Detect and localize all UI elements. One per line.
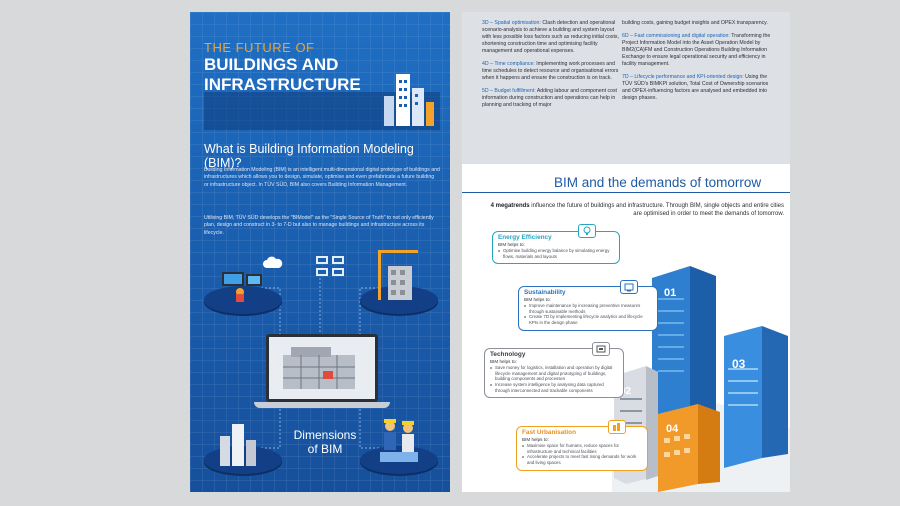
dimensions-text-panel: [462, 12, 790, 164]
building-number-01: 01: [664, 287, 676, 299]
dimensions-line-1: Dimensions: [293, 428, 357, 442]
card-help: BIM helps to:: [490, 358, 517, 364]
dimension-6d: 6D – Fast commissioning and digital oper…: [622, 33, 771, 67]
chart-icon: [620, 280, 638, 294]
skyline-icon: [384, 74, 434, 126]
dimensions-label: Dimensions of BIM: [280, 428, 370, 456]
dimension-3d: 3D – Spatial optimisation: Clash detecti…: [482, 20, 619, 54]
bim-demands-title: BIM and the demands of tomorrow: [554, 175, 762, 190]
megatrend-card-fast-urbanisation: Fast Urbanisation BIM helps to: Maximise…: [516, 426, 648, 471]
dimension-key: 3D: [482, 20, 489, 26]
dimensions-line-2: of BIM: [307, 442, 343, 456]
gear-icon: [592, 342, 610, 356]
card-title: Technology: [490, 351, 526, 358]
dimension-key: 5D: [482, 88, 489, 94]
card-item: Increase system intelligence by analysin…: [490, 382, 618, 393]
cloud-icon: [263, 256, 283, 268]
dimension-text: Implementing work processes and time sch…: [482, 61, 619, 81]
megatrend-card-energy-efficiency: Energy Efficiency BIM helps to: Optimise…: [492, 231, 620, 265]
laptop-screen: [266, 334, 378, 402]
laptop-base: [254, 402, 390, 408]
building-model-icon: [283, 347, 355, 389]
dimension-label: Lifecycle performance and KPI-oriented d…: [634, 74, 744, 80]
card-item: Accelerate projects to meet fast rising …: [522, 454, 642, 465]
card-item: Save money for logistics, installation a…: [490, 365, 618, 382]
megatrends-text: influence the future of buildings and in…: [529, 203, 784, 217]
card-help: BIM helps to:: [498, 241, 525, 247]
dimension-label: Spatial optimisation:: [494, 20, 541, 26]
engineers-icon: [380, 419, 418, 462]
city-icon: [220, 424, 256, 466]
dimension-label: Fast commissioning and digital operation…: [634, 33, 730, 39]
crane-building-icon: [378, 250, 418, 300]
dimension-label: Budget fulfillment:: [494, 88, 536, 94]
card-title: Energy Efficiency: [498, 234, 552, 241]
megatrends-count: 4 megatrends: [490, 203, 530, 209]
dimension-text: Transforming the Project Information Mod…: [622, 33, 771, 67]
card-help: BIM helps to:: [524, 296, 551, 302]
dimension-4d: 4D – Time compliance: Implementing work …: [482, 61, 619, 81]
building-number-04: 04: [666, 423, 679, 435]
title-line-1: THE FUTURE OF: [204, 40, 315, 55]
building-number-03: 03: [732, 357, 746, 371]
dimension-key: 7D: [622, 74, 629, 80]
bim-usage-paragraph: Utilising BIM, TÜV SÜD develops the "BIM…: [204, 215, 434, 236]
card-title: Fast Urbanisation: [522, 429, 576, 436]
building-number-02: 02: [620, 386, 632, 397]
megatrends-intro: 4 megatrends influence the future of bui…: [484, 202, 784, 218]
bim-definition-paragraph: Building Information Modeling (BIM) is a…: [204, 167, 440, 188]
bim-question-heading: What is Building Information Modeling (B…: [204, 142, 414, 170]
dimension-text: Adding labour and component cost informa…: [482, 88, 617, 108]
dimension-label: Time compliance:: [494, 61, 535, 67]
card-item: Optimise building energy balance by simu…: [498, 248, 614, 259]
designer-workstation-icon: [222, 272, 262, 302]
title-line-3: INFRASTRUCTURE: [204, 75, 361, 94]
dimension-7d: 7D – Lifecycle performance and KPI-orien…: [622, 74, 769, 101]
card-title: Sustainability: [524, 289, 566, 296]
dimension-text: Using the TÜV SÜD's BIMKPI solution, Tot…: [622, 74, 769, 101]
dimension-key: 6D: [622, 33, 629, 39]
dimension-5d-continued: building costs, gaining budget insights …: [622, 20, 768, 26]
megatrend-card-technology: Technology BIM helps to: Save money for …: [484, 348, 624, 399]
city-icon: [608, 420, 626, 434]
monitor-icon: [316, 256, 344, 276]
main-title: THE FUTURE OF BUILDINGS AND INFRASTRUCTU…: [204, 40, 364, 95]
dimensions-diagram: Dimensions of BIM: [190, 248, 450, 492]
dimension-key: 4D: [482, 61, 489, 67]
card-item: Create 7D by implementing lifecycle anal…: [524, 314, 652, 325]
left-page: THE FUTURE OF BUILDINGS AND INFRASTRUCTU…: [190, 12, 450, 492]
right-page: 3D – Spatial optimisation: Clash detecti…: [462, 12, 790, 492]
dimension-5d: 5D – Budget fulfillment: Adding labour a…: [482, 88, 617, 108]
dimension-text: Clash detection and operational scenario…: [482, 20, 619, 54]
card-help: BIM helps to:: [522, 436, 549, 442]
dimensions-column-2: building costs, gaining budget insights …: [622, 20, 772, 108]
title-line-2: BUILDINGS AND: [204, 55, 339, 74]
dimensions-column-1: 3D – Spatial optimisation: Clash detecti…: [482, 20, 622, 115]
connector-lines: [245, 278, 395, 449]
card-item: Maximise space for humans, reduce spaces…: [522, 443, 642, 454]
card-item: Improve maintenance by increasing preven…: [524, 303, 652, 314]
lamp-icon: [578, 224, 596, 238]
title-underline: [462, 192, 790, 193]
